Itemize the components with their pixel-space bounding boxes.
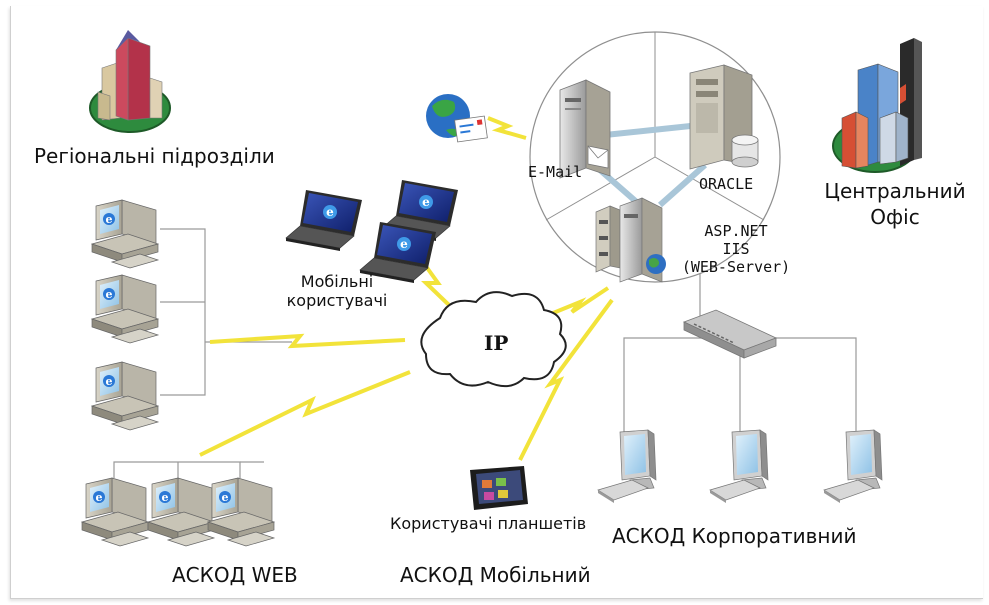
askod-corporate-label: АСКОД Корпоративний: [612, 524, 857, 548]
mobile-users-line2: користувачі: [286, 291, 388, 310]
network-switch-icon: [682, 309, 778, 359]
oracle-label: ORACLE: [699, 175, 754, 193]
tablet-icon: [470, 466, 528, 510]
tablet-users-label: Користувачі планшетів: [390, 514, 587, 533]
wireless-links: [199, 116, 614, 461]
regional-building-icon: [89, 30, 171, 133]
askod-web-label: АСКОД WEB: [172, 563, 298, 587]
web-server-line2: IIS: [722, 240, 750, 258]
email-label: E-Mail: [528, 163, 583, 181]
database-icon: [731, 134, 759, 168]
monitor-icon: [597, 429, 657, 504]
mobile-users-line1: Мобільні: [300, 272, 374, 291]
regional-label: Регіональні підрозділи: [34, 144, 275, 168]
ip-cloud-icon: [420, 291, 567, 388]
monitor-icon: [709, 429, 769, 504]
ip-label: IP: [484, 331, 509, 355]
pc-icon: [91, 199, 159, 269]
central-office-label: Центральний Офіс: [820, 178, 970, 230]
askod-mobile-label: АСКОД Мобільний: [400, 563, 591, 587]
lan-bottom-left: [113, 461, 264, 478]
laptop-icon: [285, 189, 363, 252]
central-office-line1: Центральний: [824, 179, 966, 203]
web-server-line3: (WEB-Server): [681, 258, 791, 276]
mobile-users-label: Мобільні користувачі: [272, 272, 402, 310]
oracle-server-icon: [689, 64, 753, 170]
monitor-icon: [823, 429, 883, 504]
pc-icon: [147, 477, 215, 547]
pc-icon: [207, 477, 275, 547]
server-links: [598, 122, 707, 208]
web-server-icon: [595, 197, 666, 283]
central-office-icon: [832, 38, 922, 173]
mail-globe-icon: [426, 94, 488, 143]
web-server-line1: ASP.NET: [704, 222, 768, 240]
pc-icon: [91, 361, 159, 431]
pc-icon: [91, 274, 159, 344]
email-server-icon: [559, 79, 611, 179]
central-office-line2: Офіс: [870, 205, 920, 229]
pc-icon: [81, 477, 149, 547]
lan-left: [160, 228, 292, 396]
web-server-label: ASP.NET IIS (WEB-Server): [672, 222, 800, 276]
